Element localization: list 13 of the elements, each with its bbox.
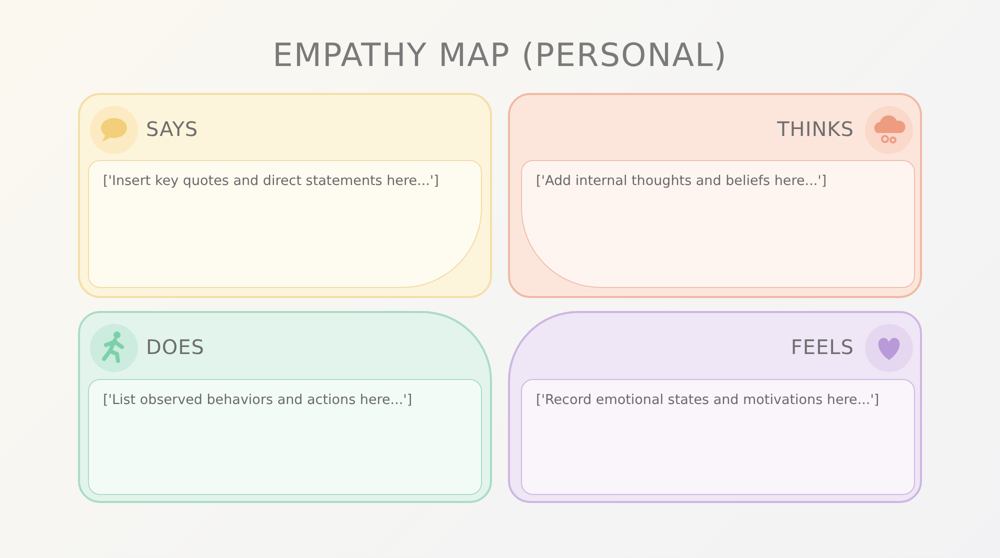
quadrant-card xyxy=(78,93,492,298)
section-heading: THINKS xyxy=(777,117,854,141)
section-heading: DOES xyxy=(146,335,204,359)
text-box: ['Insert key quotes and direct statements here...'] xyxy=(88,160,482,288)
quadrant-card xyxy=(508,93,922,298)
quadrant-card xyxy=(508,311,922,503)
diagram-title: EMPATHY MAP (PERSONAL) xyxy=(272,36,728,74)
section-heading: SAYS xyxy=(146,117,198,141)
quadrant-card xyxy=(78,311,492,503)
text-box: ['Record emotional states and motivations here...'] xyxy=(521,379,915,495)
section-heading: FEELS xyxy=(790,335,854,359)
text-box: ['List observed behaviors and actions here...'] xyxy=(88,379,482,495)
text-box: ['Add internal thoughts and beliefs here...'] xyxy=(521,160,915,288)
